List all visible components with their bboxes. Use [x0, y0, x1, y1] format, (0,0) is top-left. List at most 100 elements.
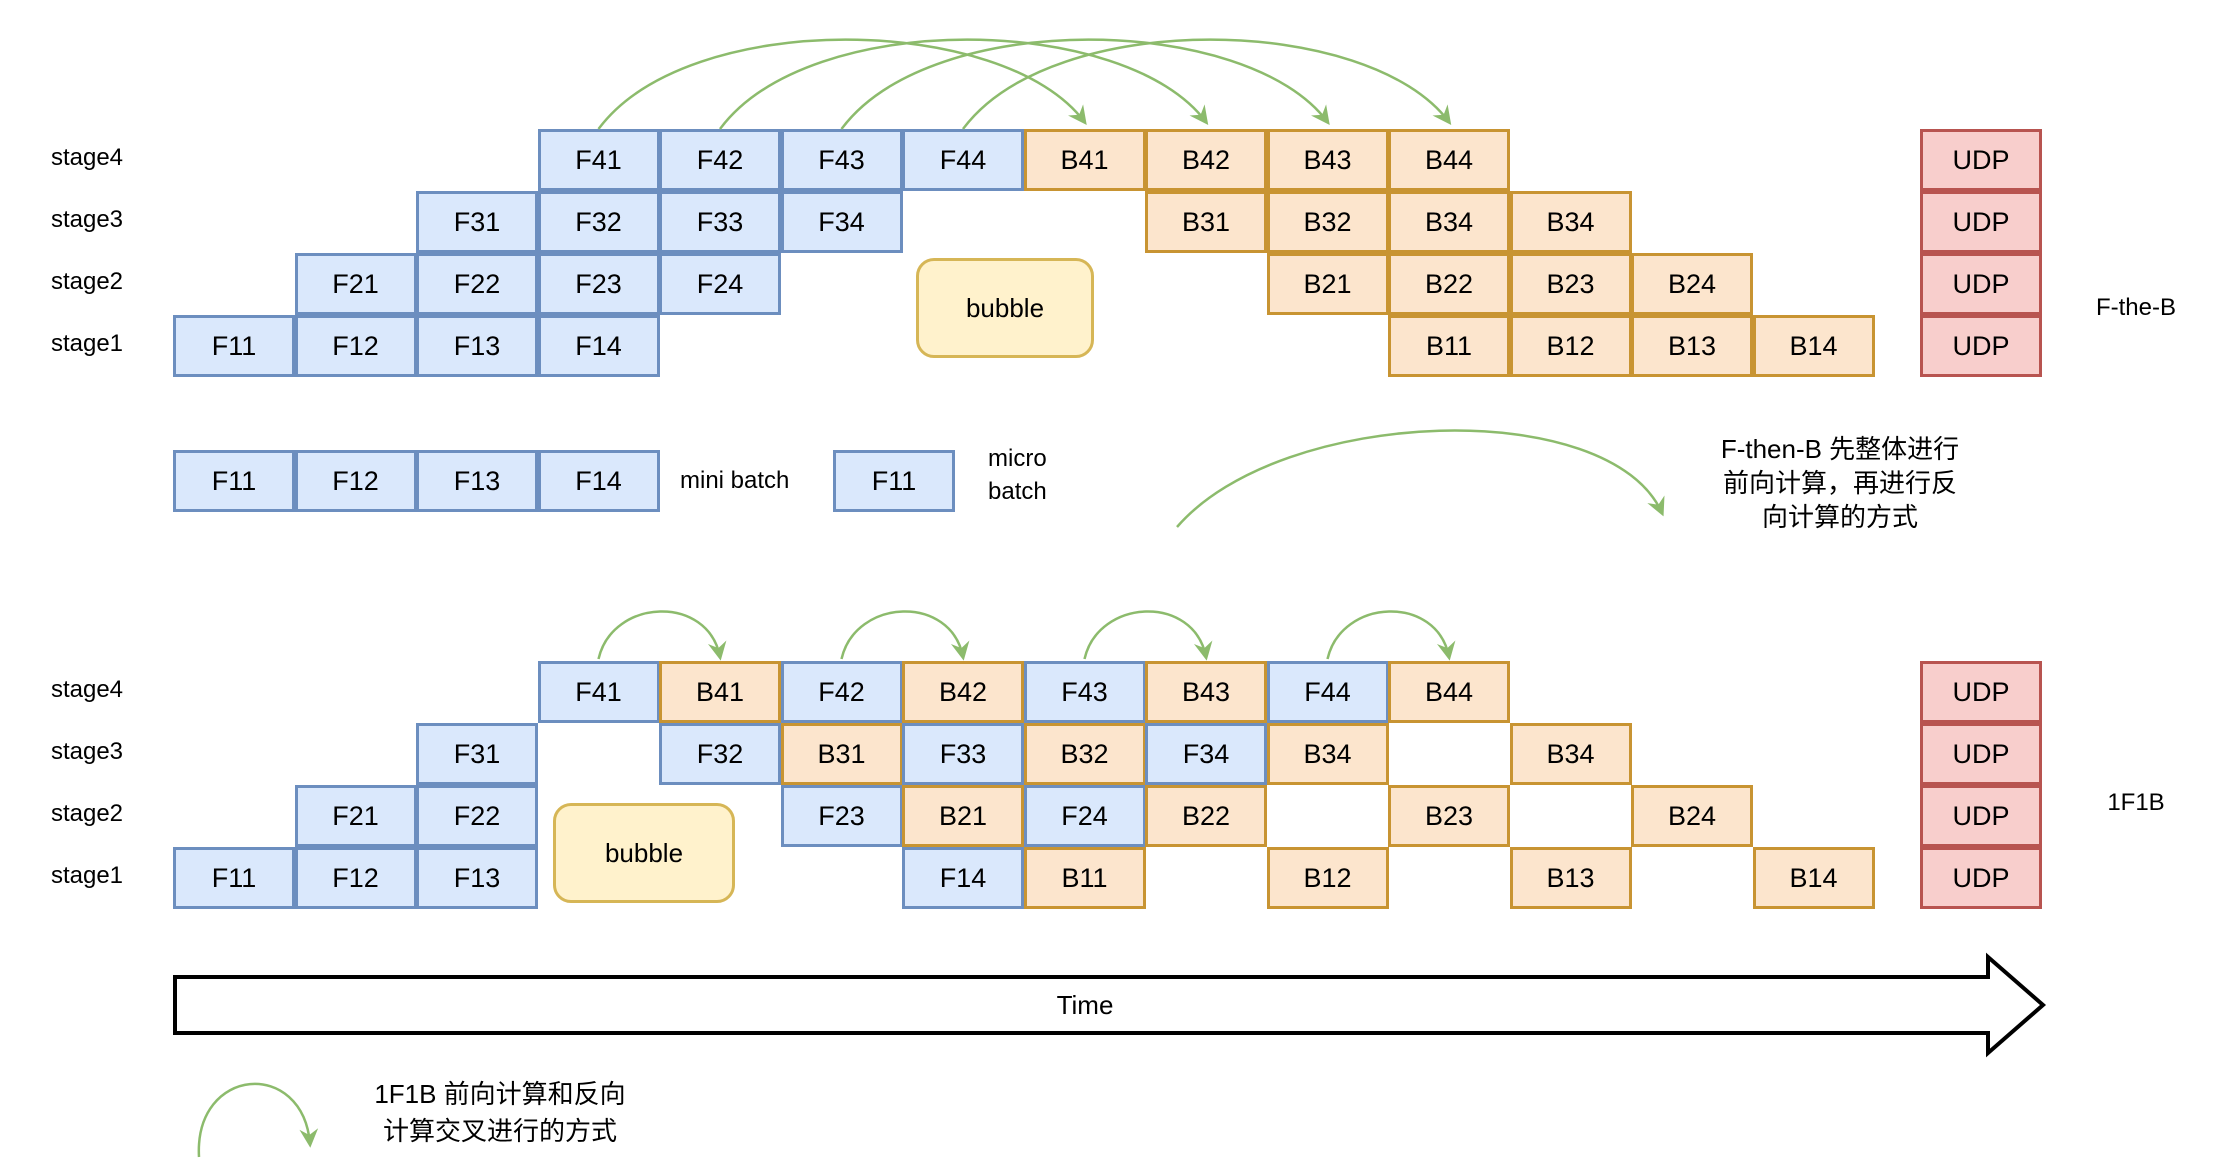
cell-b44: B44 — [1388, 129, 1510, 191]
cell-f32: F32 — [537, 191, 660, 253]
bubble-bottom: bubble — [553, 803, 735, 903]
cell-f14: F14 — [902, 847, 1024, 909]
arc-F-to-B — [597, 610, 727, 661]
cell-f14: F14 — [537, 315, 660, 377]
cell-f41: F41 — [537, 129, 660, 191]
f-then-b-annotation-arc — [1176, 429, 1665, 528]
cell-f44: F44 — [1266, 661, 1389, 723]
f-then-b-section-label: F-the-B — [2095, 294, 2176, 321]
cell-f31: F31 — [416, 191, 538, 253]
cell-b43: B43 — [1266, 129, 1389, 191]
cell-b22: B22 — [1145, 785, 1267, 847]
cell-b34: B34 — [1509, 191, 1632, 253]
cell-b31: B31 — [1145, 191, 1267, 253]
legend-line: 计算交叉进行的方式 — [382, 1116, 617, 1146]
stage-label-stage3-1f1b: stage3 — [50, 738, 124, 765]
cell-b32: B32 — [1266, 191, 1389, 253]
cell-b44: B44 — [1388, 661, 1510, 723]
f-then-b-annotation: F-then-B 先整体进行 前向计算，再进行反 向计算的方式 — [1690, 432, 1990, 534]
cell-b32: B32 — [1023, 723, 1146, 785]
cell-b42: B42 — [1145, 129, 1267, 191]
arc-F-to-B — [840, 610, 970, 661]
cell-b12: B12 — [1266, 847, 1389, 909]
annotation-line: 向计算的方式 — [1761, 502, 1918, 532]
cell-f34: F34 — [780, 191, 903, 253]
micro-batch-cell: F11 — [833, 450, 955, 512]
cell-f24: F24 — [1023, 785, 1146, 847]
cell-f44: F44 — [902, 129, 1024, 191]
arc-F-to-B — [961, 38, 1452, 130]
cell-f42: F42 — [659, 129, 781, 191]
mini-batch-cell-f11: F11 — [173, 450, 295, 512]
legend-line: 1F1B 前向计算和反向 — [374, 1079, 626, 1109]
stage-label-stage4-fthenb: stage4 — [50, 144, 124, 171]
cell-f24: F24 — [659, 253, 781, 315]
cell-b34: B34 — [1509, 723, 1632, 785]
cell-udp: UDP — [1920, 723, 2042, 785]
cell-f34: F34 — [1145, 723, 1267, 785]
cell-udp: UDP — [1920, 785, 2042, 847]
cell-b11: B11 — [1023, 847, 1146, 909]
mini-batch-cell-f13: F13 — [416, 450, 538, 512]
cell-b31: B31 — [780, 723, 903, 785]
cell-udp: UDP — [1920, 253, 2042, 315]
arc-F-to-B — [840, 38, 1330, 130]
1f1b-legend-note: 1F1B 前向计算和反向 计算交叉进行的方式 — [350, 1076, 650, 1150]
stage-label-stage1-fthenb: stage1 — [50, 330, 124, 357]
cell-b23: B23 — [1509, 253, 1632, 315]
cell-b21: B21 — [1266, 253, 1389, 315]
cell-b34: B34 — [1266, 723, 1389, 785]
cell-b22: B22 — [1388, 253, 1510, 315]
mini-batch-cell-f14: F14 — [537, 450, 660, 512]
cell-f32: F32 — [659, 723, 781, 785]
cell-f43: F43 — [1023, 661, 1146, 723]
cell-udp: UDP — [1920, 315, 2042, 377]
cell-b41: B41 — [1023, 129, 1146, 191]
time-axis-label: Time — [1056, 990, 1114, 1020]
arc-F-to-B — [1326, 610, 1456, 661]
cell-f42: F42 — [780, 661, 903, 723]
cell-b43: B43 — [1145, 661, 1267, 723]
mini-batch-cell-f12: F12 — [294, 450, 417, 512]
cell-b24: B24 — [1631, 785, 1753, 847]
cell-f11: F11 — [173, 315, 295, 377]
cell-f21: F21 — [294, 785, 417, 847]
bubble-top: bubble — [916, 258, 1094, 358]
cell-f33: F33 — [902, 723, 1024, 785]
cell-b21: B21 — [902, 785, 1024, 847]
cell-f13: F13 — [416, 847, 538, 909]
cell-b14: B14 — [1752, 315, 1875, 377]
cell-f12: F12 — [294, 847, 417, 909]
cell-f12: F12 — [294, 315, 417, 377]
arc-F-to-B — [597, 38, 1087, 130]
cell-b41: B41 — [659, 661, 781, 723]
cell-f22: F22 — [416, 785, 538, 847]
cell-b34: B34 — [1388, 191, 1510, 253]
stage-label-stage3-fthenb: stage3 — [50, 206, 124, 233]
mini-batch-label: mini batch — [680, 467, 790, 494]
1f1b-legend-arc — [197, 1082, 319, 1158]
cell-f41: F41 — [537, 661, 660, 723]
cell-b11: B11 — [1388, 315, 1510, 377]
stage-label-stage2-fthenb: stage2 — [50, 268, 124, 295]
cell-udp: UDP — [1920, 847, 2042, 909]
stage-label-stage4-1f1b: stage4 — [50, 676, 124, 703]
cell-udp: UDP — [1920, 129, 2042, 191]
cell-f23: F23 — [780, 785, 903, 847]
arc-F-to-B — [1083, 610, 1213, 661]
cell-b12: B12 — [1509, 315, 1632, 377]
cell-f23: F23 — [537, 253, 660, 315]
cell-f22: F22 — [416, 253, 538, 315]
cell-f31: F31 — [416, 723, 538, 785]
cell-f33: F33 — [659, 191, 781, 253]
micro-batch-line: batch — [988, 478, 1047, 505]
stage-label-stage1-1f1b: stage1 — [50, 862, 124, 889]
annotation-line: 前向计算，再进行反 — [1722, 468, 1957, 498]
cell-b23: B23 — [1388, 785, 1510, 847]
cell-b13: B13 — [1631, 315, 1753, 377]
cell-f13: F13 — [416, 315, 538, 377]
micro-batch-label: micro batch — [988, 442, 1047, 508]
cell-udp: UDP — [1920, 191, 2042, 253]
cell-udp: UDP — [1920, 661, 2042, 723]
